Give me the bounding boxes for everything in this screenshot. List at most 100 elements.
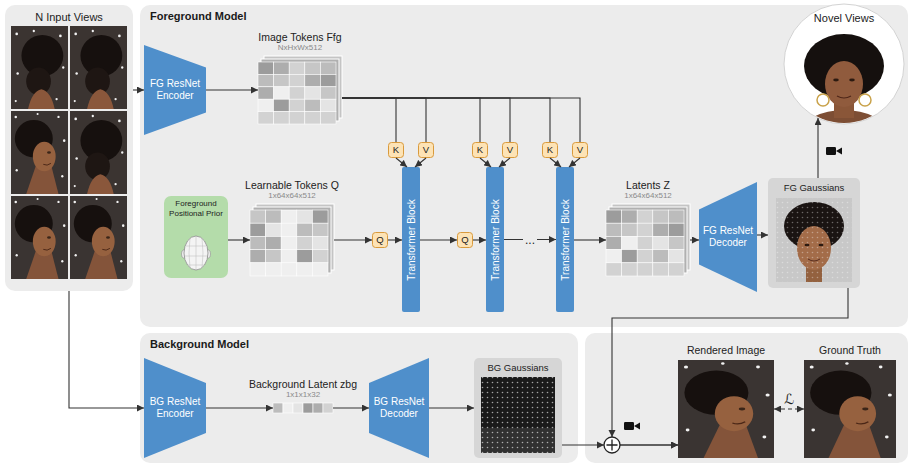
token-cell: [273, 403, 283, 413]
token-cell: [274, 99, 290, 111]
decoder-trapezoid: FG ResNet Decoder: [699, 182, 757, 292]
node-text: BG ResNet Decoder: [372, 396, 426, 420]
token-cell: [250, 223, 266, 236]
connector: [817, 118, 818, 178]
camera-icon: [624, 422, 640, 430]
node-text: 1x64x64x512: [190, 191, 394, 201]
node-shape: [273, 403, 333, 413]
token-cell: [305, 99, 321, 111]
token-cell: [258, 87, 274, 99]
shape-outline: [612, 204, 690, 270]
text-holder: V: [418, 142, 434, 158]
connector: [69, 291, 144, 408]
node-text: Rendered Image: [618, 344, 834, 357]
token-cell: [266, 223, 282, 236]
text-holder: K: [388, 142, 404, 158]
token-cell: [606, 223, 622, 236]
token-cell: [258, 62, 274, 74]
connector: [420, 239, 457, 240]
node-shape: [678, 360, 774, 458]
token-cell: [637, 263, 653, 276]
token-cell: [305, 74, 321, 86]
token-cell: [274, 62, 290, 74]
token-cell: [606, 236, 622, 249]
node-text: FG ResNet Decoder: [702, 225, 754, 249]
shape-outline: [543, 143, 558, 158]
token-cell: [297, 236, 313, 249]
token-cell: [305, 62, 321, 74]
text-holder: V: [502, 142, 518, 158]
token-cell: [266, 236, 282, 249]
token-cell: [313, 403, 323, 413]
node-text: BG Gaussians: [487, 362, 548, 373]
node-text: Learnable Tokens Q: [190, 179, 394, 192]
token-cell: [653, 263, 669, 276]
shape-outline: [556, 167, 574, 312]
token-cell: [312, 236, 328, 249]
shape-outline: [369, 358, 429, 458]
text-holder: FG ResNet Encoder: [144, 45, 206, 135]
rendered-photo: [678, 360, 774, 458]
latent-bar: Background Latent zbg1x1x1x32: [273, 403, 333, 413]
token-cell: [653, 210, 669, 223]
token-cell: [258, 99, 274, 111]
text-holder: N Input Views: [5, 11, 133, 24]
token-cell: [289, 74, 305, 86]
node-shape: [164, 196, 228, 278]
token-cell: [653, 223, 669, 236]
transformer-block: Transformer Block: [486, 167, 504, 312]
shape-outline: [256, 204, 334, 270]
encoder-trapezoid: BG ResNet Encoder: [144, 358, 206, 458]
text-holder: BG ResNet Encoder: [144, 358, 206, 458]
text-holder: Foreground Model: [150, 10, 247, 23]
node-text: K: [393, 145, 399, 155]
token-cell: [606, 210, 622, 223]
text-holder: Background Model: [150, 338, 249, 351]
connector: [690, 239, 699, 240]
token-cell: [637, 236, 653, 249]
attention-input-box: K: [472, 142, 488, 158]
token-cell: [622, 263, 638, 276]
text-holder: Transformer Block: [486, 167, 631, 179]
edge-label-holder: ...: [523, 234, 537, 246]
node-text: Q: [376, 235, 383, 245]
token-cell: [266, 210, 282, 223]
token-cell: [622, 236, 638, 249]
text-holder: K: [542, 142, 558, 158]
node-text: K: [477, 145, 483, 155]
token-cell: [668, 223, 684, 236]
shape-outline: [458, 233, 473, 248]
token-cell: [289, 87, 305, 99]
text-holder: Novel Views: [783, 12, 905, 25]
connector: [757, 234, 768, 235]
node-shape: [5, 5, 133, 291]
gaussians-box: BG Gaussians: [474, 358, 562, 458]
edge-label-holder: ℒ: [782, 392, 796, 406]
token-cell: [622, 250, 638, 263]
connector: [206, 89, 258, 90]
sum-symbol: [607, 440, 618, 451]
text-holder: Ground Truth: [744, 344, 913, 357]
node-text: FG Gaussians: [784, 182, 845, 193]
token-cell: [266, 263, 282, 276]
text-holder: K: [472, 142, 488, 158]
shape-outline: [573, 143, 588, 158]
connector: [429, 407, 474, 408]
token-cell: [323, 403, 333, 413]
token-cell: [281, 263, 297, 276]
connector: [774, 408, 804, 409]
text-holder: FG Gaussians: [768, 182, 860, 193]
node-shape: [804, 360, 896, 458]
decoder-trapezoid: BG ResNet Decoder: [369, 358, 429, 458]
shape-outline: [264, 56, 342, 118]
token-cell: [637, 250, 653, 263]
shape-outline: [402, 167, 420, 312]
token-cell: [289, 112, 305, 124]
attention-input-box: Q: [457, 232, 473, 248]
token-cell: [258, 112, 274, 124]
node-text: Q: [461, 235, 468, 245]
transformer-block: Transformer Block: [402, 167, 420, 312]
token-cell: [297, 223, 313, 236]
